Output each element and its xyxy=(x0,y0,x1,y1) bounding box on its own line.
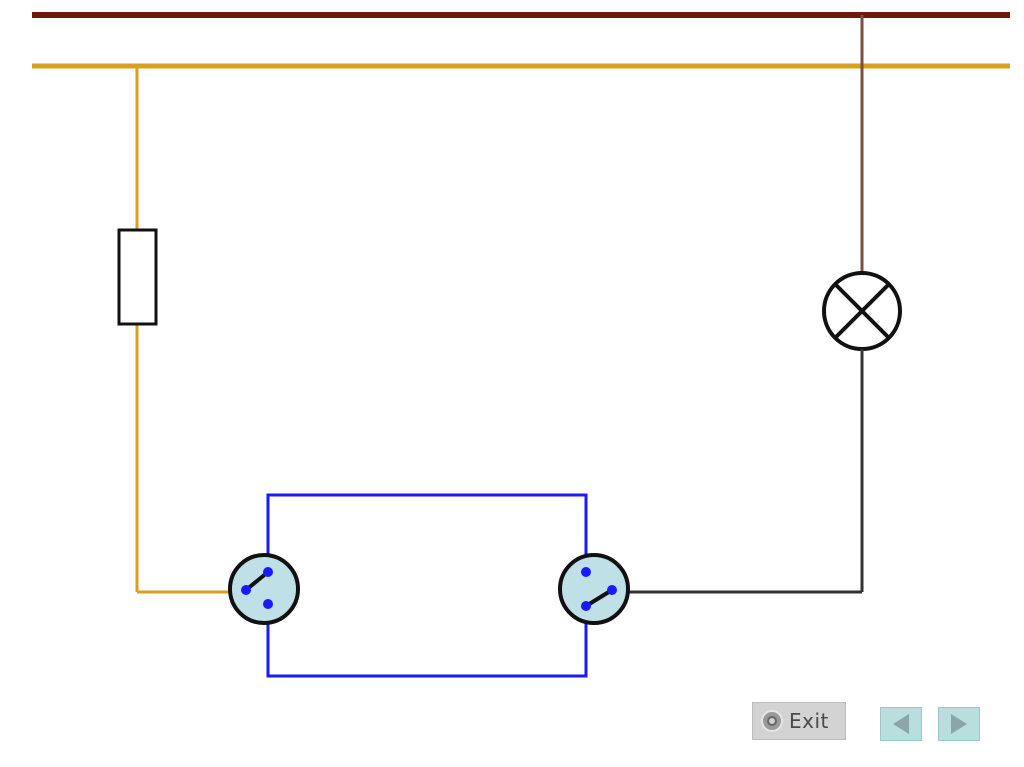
lamp-symbol xyxy=(822,271,902,351)
traveller-wires xyxy=(266,493,588,678)
next-button[interactable] xyxy=(938,707,980,741)
triangle-right-icon xyxy=(951,714,967,734)
two-way-switch-right xyxy=(558,553,630,625)
exit-icon xyxy=(761,710,783,732)
previous-button[interactable] xyxy=(880,707,922,741)
exit-label: Exit xyxy=(789,709,829,733)
fuse-symbol xyxy=(117,228,158,326)
two-way-switch-left xyxy=(228,553,300,625)
exit-button[interactable]: Exit xyxy=(752,702,846,740)
triangle-left-icon xyxy=(893,714,909,734)
exit-icon-core xyxy=(767,716,777,726)
